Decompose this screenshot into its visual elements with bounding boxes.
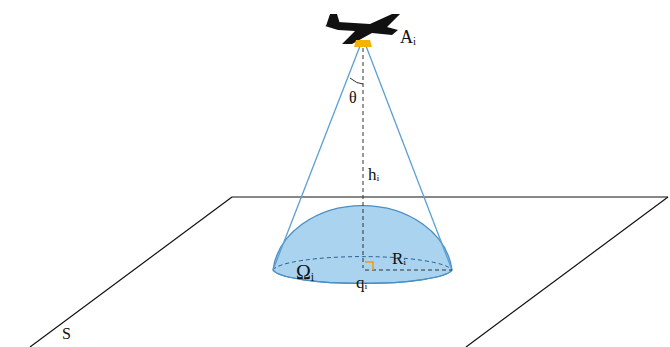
altitude-label: hᵢ (368, 166, 379, 183)
sensing-cone (273, 46, 452, 270)
aircraft (325, 14, 400, 47)
angle-label: θ (349, 90, 357, 106)
plane-label: S (62, 326, 71, 342)
radius-line (365, 270, 452, 271)
ground-plane (30, 197, 668, 347)
center-label: qᵢ (356, 274, 367, 291)
right-angle-mark (365, 262, 373, 270)
aircraft-label: Aᵢ (400, 28, 416, 46)
angle-arc (350, 78, 363, 84)
altitude-line (363, 48, 364, 268)
radius-label: Rᵢ (392, 250, 406, 267)
region-label: Ωᵢ (296, 262, 314, 282)
